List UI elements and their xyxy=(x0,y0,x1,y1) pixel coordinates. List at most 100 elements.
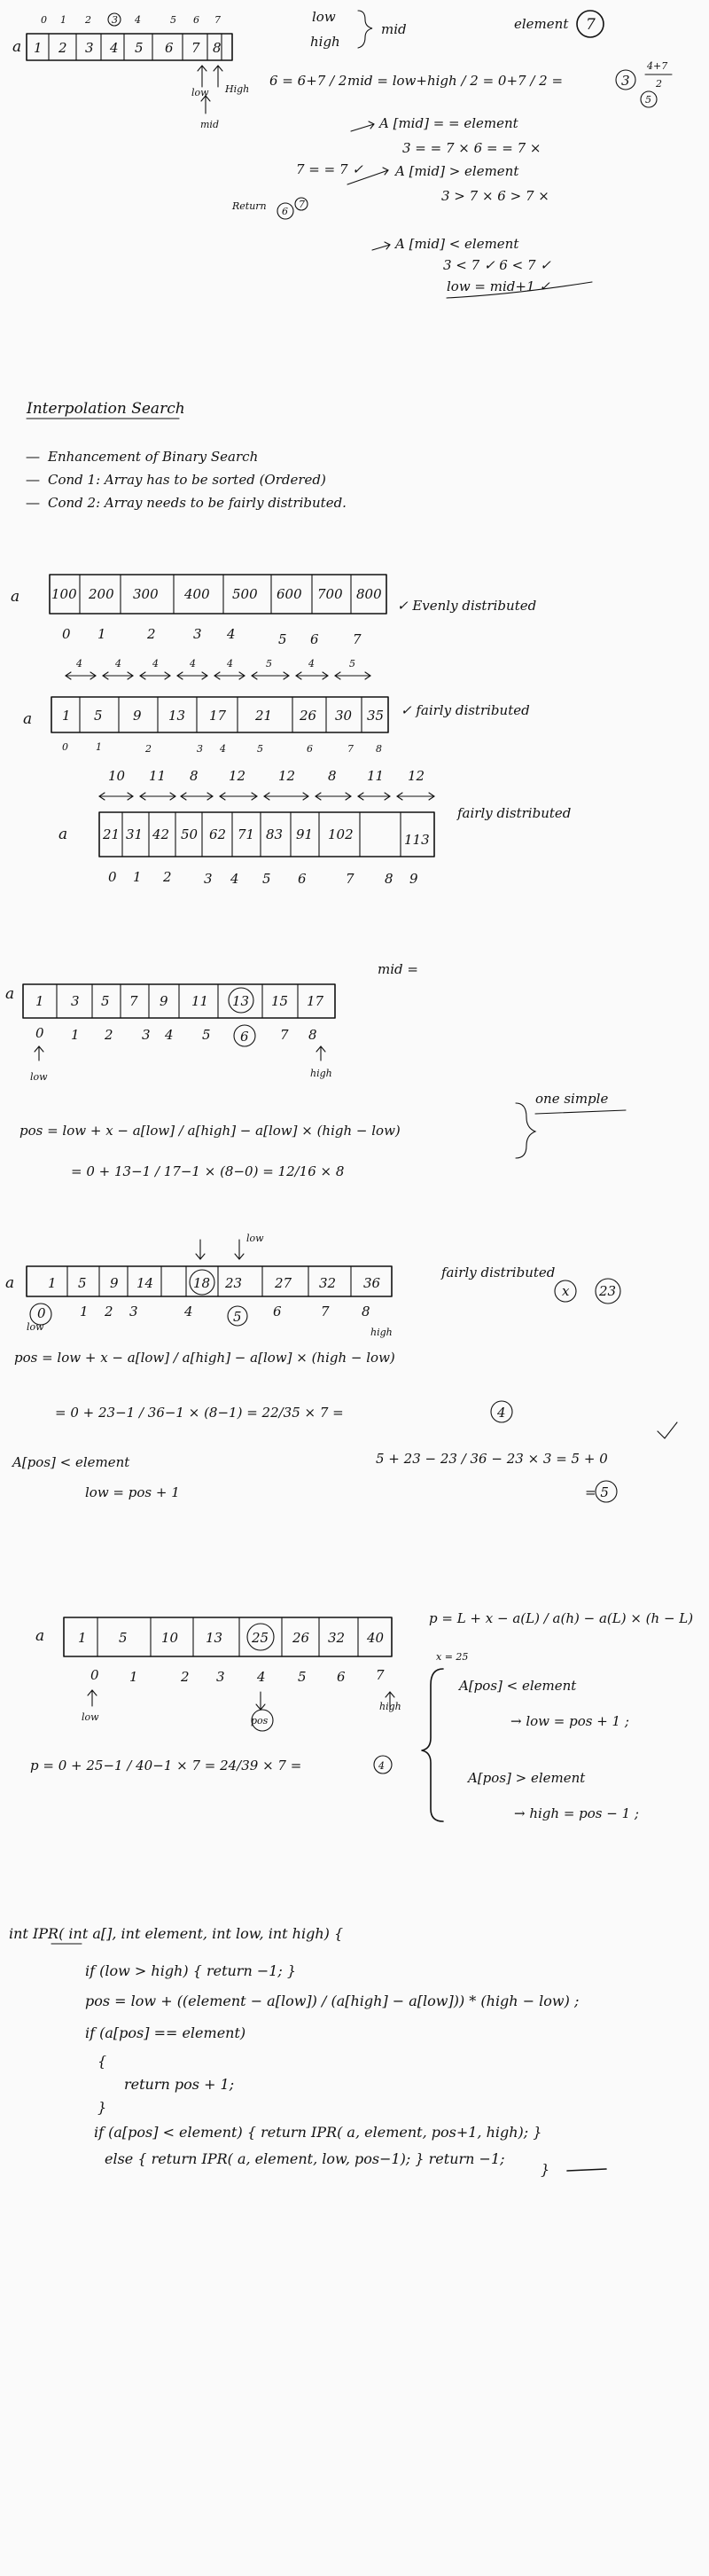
interpolation-example-3: a 1 5 10 13 25 26 32 40 0 1 2 3 4 5 6 7 … xyxy=(30,1610,693,1822)
high-label: high xyxy=(310,1068,332,1079)
cell: 31 xyxy=(126,826,143,842)
return-b: 7 xyxy=(299,199,305,210)
idx: 6 xyxy=(307,743,313,755)
idx: 6 xyxy=(310,631,319,647)
idx: 5 xyxy=(298,1669,307,1685)
idx: 6 xyxy=(337,1669,346,1685)
pos-formula: pos = low + x − a[low] / a[high] − a[low… xyxy=(14,1350,395,1366)
array-box xyxy=(63,1617,393,1657)
code-line: pos = low + ((element − a[low]) / (a[hig… xyxy=(85,1993,579,2009)
array-name: a xyxy=(11,588,19,606)
code-line: int IPR( int a[], int element, int low, … xyxy=(9,1925,343,1942)
cell: 9 xyxy=(160,993,168,1009)
idx: 3 xyxy=(142,1027,151,1043)
array-cell: 4 xyxy=(109,40,119,56)
code-line: } xyxy=(97,2099,106,2116)
check-less-b: 3 < 7 ✓ 6 < 7 ✓ xyxy=(443,257,551,273)
cell: 83 xyxy=(266,826,283,842)
index-label: 1 xyxy=(60,14,66,26)
code-line: if (a[pos] == element) xyxy=(85,2024,245,2041)
mid-value: 3 xyxy=(621,73,630,89)
cell: 32 xyxy=(319,1275,336,1291)
idx: 2 xyxy=(104,1304,113,1319)
cell: 62 xyxy=(209,826,226,842)
interpolation-example-2: low a 1 5 9 14 18 23 27 32 36 0 1 2 3 4 … xyxy=(5,1233,678,1503)
idx: 8 xyxy=(362,1304,370,1319)
high-label: high xyxy=(379,1701,401,1712)
row-note: fairly distributed xyxy=(456,805,571,821)
code-line: if (low > high) { return −1; } xyxy=(85,1962,296,1979)
idx: 7 xyxy=(280,1027,289,1043)
low-update: low = mid+1 ✓ xyxy=(447,278,550,294)
gap: 12 xyxy=(408,768,425,784)
idx: 6 xyxy=(273,1304,282,1319)
mid-equation: mid = low+high / 2 = 0+7 / 2 = xyxy=(347,73,563,89)
brace-mid: mid xyxy=(381,21,407,37)
idx: 3 xyxy=(204,871,213,887)
code-line: return pos + 1; xyxy=(124,2076,234,2093)
index-label: 7 xyxy=(214,14,221,26)
idx: 9 xyxy=(409,871,418,887)
distribution-examples: a 100 200 300 400 500 600 700 800 0 1 2 … xyxy=(11,574,571,887)
mid-side-circle xyxy=(640,90,658,108)
cell: 10 xyxy=(161,1630,179,1646)
idx: 7 xyxy=(376,1667,385,1683)
idx: 6 xyxy=(298,871,307,887)
gap: 5 xyxy=(266,658,272,669)
cell: 5 xyxy=(78,1275,87,1291)
idx: 1 xyxy=(71,1027,80,1043)
interpolation-intro: Interpolation Search Enhancement of Bina… xyxy=(26,400,347,511)
idx: 0 xyxy=(108,869,117,885)
brace-low: low xyxy=(312,9,336,25)
row-note: ✓ Evenly distributed xyxy=(397,598,536,614)
pos-calc: = 0 + 13−1 / 17−1 × (8−0) = 12/16 × 8 xyxy=(71,1163,344,1179)
low-label: low xyxy=(191,87,209,98)
idx: 3 xyxy=(197,743,203,755)
top-low-mark: low xyxy=(246,1233,264,1244)
cell: 13 xyxy=(168,708,185,724)
idx: 0 xyxy=(62,741,68,753)
cell: 600 xyxy=(277,586,302,602)
code-line: if (a[pos] < element) { return IPR( a, e… xyxy=(94,2124,541,2141)
p-formula: p = L + x − a(L) / a(h) − a(L) × (h − L) xyxy=(429,1610,693,1626)
cell: 1 xyxy=(62,708,71,724)
cell: 17 xyxy=(307,993,324,1009)
cell: 26 xyxy=(299,708,317,724)
low-label: low xyxy=(82,1711,99,1723)
idx: 4 xyxy=(256,1669,266,1685)
code-line: else { return IPR( a, element, low, pos−… xyxy=(105,2150,505,2167)
idx: 4 xyxy=(230,871,239,887)
cell: 32 xyxy=(328,1630,345,1646)
gap: 11 xyxy=(149,768,166,784)
idx: 7 xyxy=(321,1304,330,1319)
cell: 30 xyxy=(335,708,353,724)
element-circle xyxy=(576,10,604,38)
cell: 1 xyxy=(35,993,44,1009)
gap: 12 xyxy=(278,768,295,784)
idx: 0 xyxy=(90,1667,99,1683)
idx: 5 xyxy=(257,743,263,755)
idx: 2 xyxy=(144,743,152,755)
low-label: low xyxy=(30,1071,48,1083)
branch-1: A[pos] < element xyxy=(457,1678,577,1694)
cell: 13 xyxy=(232,993,249,1009)
array-cell: 5 xyxy=(135,40,144,56)
mid-side-bot: 2 xyxy=(655,78,662,90)
cell: 3 xyxy=(71,993,80,1009)
idx: 5 xyxy=(278,631,287,647)
return-a: 6 xyxy=(282,206,288,217)
cond-b: low = pos + 1 xyxy=(85,1484,180,1500)
check-greater-b: 3 > 7 × 6 > 7 × xyxy=(441,188,549,204)
array-name: a xyxy=(58,826,67,843)
array-name: a xyxy=(5,1274,14,1292)
array-name: a xyxy=(23,710,32,728)
idx: 4 xyxy=(164,1027,174,1043)
cell: 200 xyxy=(88,586,114,602)
recursive-code: int IPR( int a[], int element, int low, … xyxy=(9,1925,607,2178)
cell: 11 xyxy=(191,993,208,1009)
right-calc: 5 + 23 − 23 / 36 − 23 × 3 = 5 + 0 xyxy=(376,1451,608,1467)
idx: 1 xyxy=(133,869,142,885)
array-cell: 2 xyxy=(58,40,67,56)
array-name: a xyxy=(12,38,21,56)
